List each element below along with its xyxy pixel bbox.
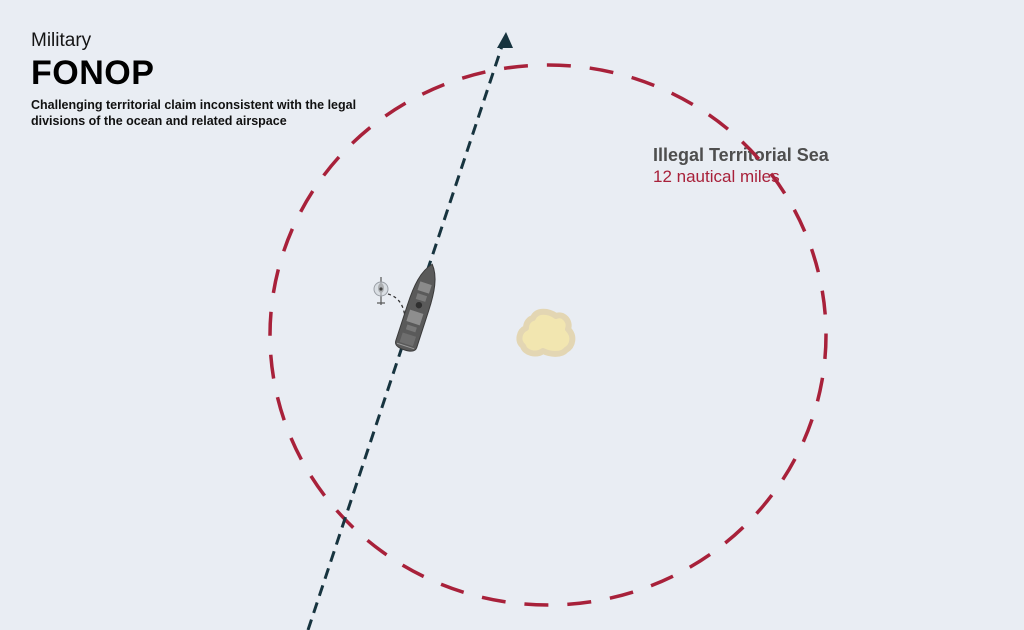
territorial-sea-boundary (268, 63, 828, 607)
territorial-sea-label: Illegal Territorial Sea 12 nautical mile… (653, 144, 873, 187)
territorial-sea-distance: 12 nautical miles (653, 167, 780, 186)
title-block: Military FONOP Challenging territorial c… (31, 30, 371, 129)
helicopter-flight-path (387, 293, 406, 326)
helicopter-icon (373, 277, 389, 305)
category-label: Military (31, 30, 92, 51)
warship-icon (394, 263, 436, 352)
page-description: Challenging territorial claim inconsiste… (31, 98, 357, 128)
page-title: FONOP (31, 54, 155, 92)
territorial-sea-title: Illegal Territorial Sea (653, 145, 829, 165)
arrow-head-icon (497, 32, 513, 48)
island-icon (516, 308, 576, 357)
